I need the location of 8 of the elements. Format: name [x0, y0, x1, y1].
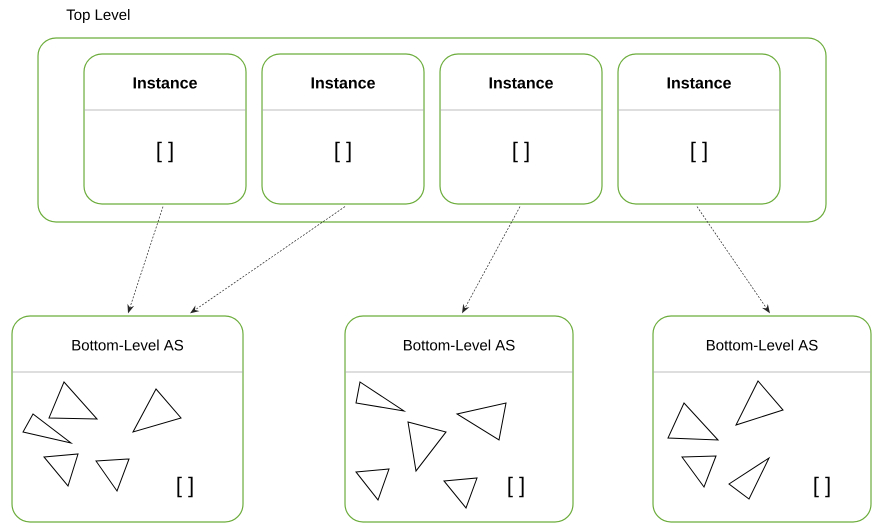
instance-box: Instance [ ] [83, 53, 247, 205]
instance-box: Instance [ ] [617, 53, 781, 205]
node-label: Top Level [66, 9, 130, 23]
acceleration-structure-box: Bottom-Level AS [ ] [344, 315, 574, 523]
instance-box: Instance [ ] [439, 53, 603, 205]
acceleration-structure-box: Bottom-Level AS [ ] [11, 315, 244, 523]
acceleration-structure-box: Bottom-Level AS [ ] [652, 315, 872, 523]
instance-box: Instance [ ] [261, 53, 425, 205]
